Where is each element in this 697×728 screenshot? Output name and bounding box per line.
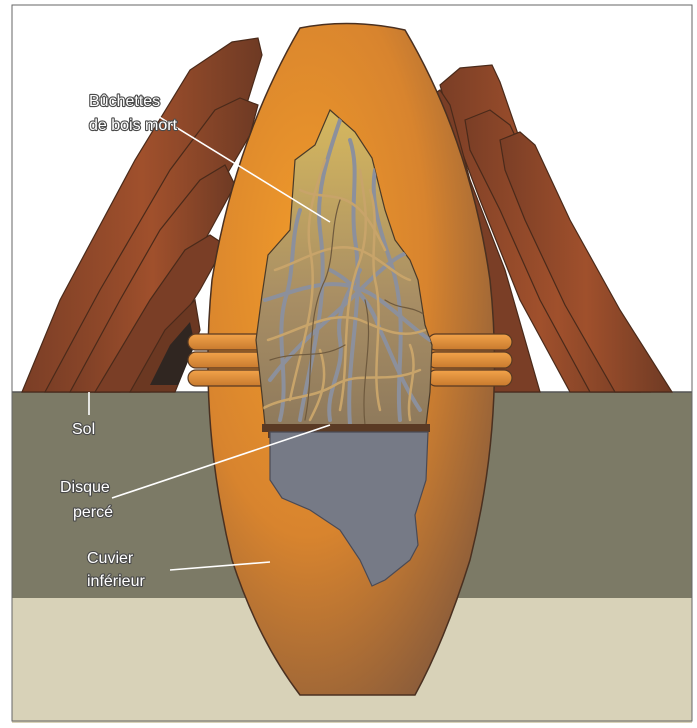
label-buchettes-line2: de bois mort bbox=[89, 117, 178, 134]
label-sol: Sol bbox=[72, 421, 95, 438]
ring bbox=[188, 352, 268, 368]
label-cuvier-line2: inférieur bbox=[87, 573, 145, 590]
label-cuvier-line1: Cuvier bbox=[87, 550, 134, 567]
label-buchettes-line1: Bûchettes bbox=[89, 93, 160, 110]
ring bbox=[188, 370, 268, 386]
disc-body bbox=[262, 424, 430, 432]
label-disque-line2: percé bbox=[73, 504, 113, 521]
label-disque-line1: Disque bbox=[60, 479, 110, 496]
ring bbox=[428, 334, 512, 350]
ring bbox=[428, 352, 512, 368]
clay-rings-right bbox=[428, 334, 512, 386]
ring bbox=[428, 370, 512, 386]
